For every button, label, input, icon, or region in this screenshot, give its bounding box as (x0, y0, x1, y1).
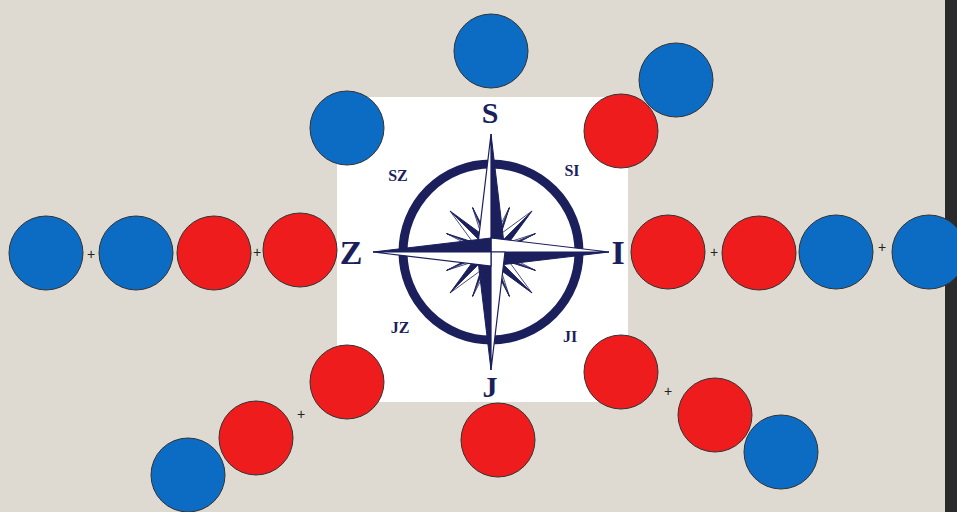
compass-box: S SZ SI Z I JZ JI J (337, 97, 628, 402)
red-circle (177, 216, 251, 290)
plus-sign: + (253, 245, 261, 259)
blue-circle (9, 216, 83, 290)
red-circle (584, 335, 658, 409)
compass-point (491, 252, 505, 370)
compass-point (477, 134, 491, 252)
direction-label: SI (564, 163, 579, 179)
blue-circle (799, 215, 873, 289)
compass-point (373, 252, 491, 266)
direction-label: I (611, 236, 624, 270)
plus-sign: + (87, 247, 95, 261)
blue-circle (892, 215, 957, 289)
compass-point (373, 238, 491, 252)
direction-label: Z (340, 236, 363, 270)
red-circle (219, 401, 293, 475)
blue-circle (151, 438, 225, 512)
plus-sign: + (297, 407, 305, 421)
compass-point (491, 252, 609, 266)
compass-point (477, 252, 491, 370)
red-circle (461, 403, 535, 477)
direction-label: JI (563, 329, 577, 345)
blue-circle (639, 43, 713, 117)
compass-point (491, 238, 609, 252)
blue-circle (454, 14, 528, 88)
plus-sign: + (664, 384, 672, 398)
blue-circle (744, 415, 818, 489)
direction-label: JZ (391, 320, 410, 336)
plus-sign: + (878, 240, 886, 254)
red-circle (310, 345, 384, 419)
red-circle (678, 378, 752, 452)
direction-label: SZ (388, 168, 408, 184)
red-circle (722, 216, 796, 290)
direction-label: J (483, 372, 498, 402)
blue-circle (310, 91, 384, 165)
direction-label: S (482, 98, 499, 128)
compass-rose (373, 134, 609, 370)
red-circle (584, 94, 658, 168)
plus-sign: + (710, 245, 718, 259)
red-circle (263, 213, 337, 287)
blue-circle (99, 216, 173, 290)
compass-point (491, 134, 505, 252)
red-circle (631, 215, 705, 289)
